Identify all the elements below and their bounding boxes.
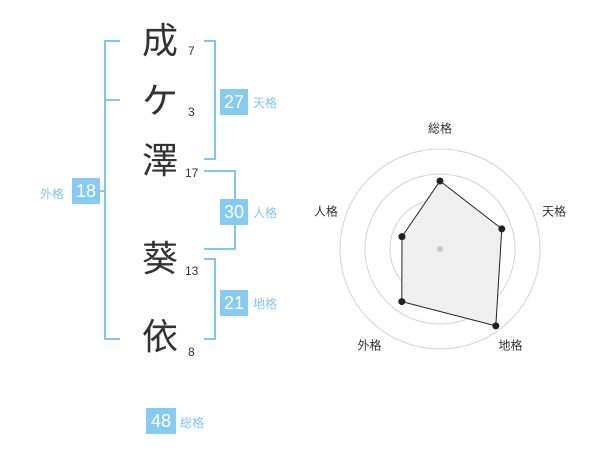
name-char-4: 葵: [141, 239, 178, 280]
gai-bracket-mid: [104, 99, 120, 101]
gai-label: 外格: [40, 187, 65, 201]
radar-points: [398, 177, 506, 330]
name-strokes-4: 13: [185, 264, 199, 278]
radar-polygon: [401, 180, 503, 327]
ten-bracket-bottom: [204, 158, 216, 160]
chi-label: 地格: [253, 297, 278, 311]
radar-ring: [364, 173, 516, 325]
gai-bracket-connector: [98, 190, 106, 192]
jin-label: 人格: [253, 206, 278, 220]
ten-bracket-vertical: [214, 40, 216, 160]
radar-axis-label: 天格: [542, 203, 566, 218]
radar-axis-label: 総格: [428, 121, 452, 136]
chi-bracket-bottom: [204, 338, 216, 340]
ten-value: 27: [220, 89, 248, 115]
sou-value: 48: [146, 408, 176, 434]
sou-label: 総格: [180, 416, 205, 430]
radar-axis-label: 地格: [498, 338, 522, 353]
radar-center-dot: [437, 246, 443, 252]
name-char-5: 依: [141, 317, 178, 358]
radar-point-4: [398, 298, 406, 306]
chi-bracket-top: [204, 258, 216, 260]
radar-point-1: [436, 177, 444, 185]
jin-value: 30: [220, 199, 248, 225]
name-char-3: 澤: [141, 141, 178, 182]
name-strokes-5: 8: [188, 345, 195, 359]
radar-ring: [339, 148, 541, 350]
gai-bracket-top: [104, 40, 120, 42]
ten-label: 天格: [253, 96, 278, 110]
ten-bracket-top: [204, 40, 216, 42]
radar-axis-label: 外格: [357, 338, 381, 353]
jin-bracket-bottom: [204, 248, 236, 250]
radar-axis-label: 人格: [314, 203, 338, 218]
chi-bracket-vertical: [214, 258, 216, 340]
jin-bracket-top: [204, 170, 236, 172]
name-strokes-3: 17: [185, 166, 199, 180]
radar-point-5: [398, 233, 406, 241]
gai-bracket-bottom: [104, 338, 120, 340]
gai-value: 18: [72, 178, 100, 204]
name-strokes-2: 3: [188, 105, 195, 119]
chi-value: 21: [220, 290, 248, 316]
name-char-1: 成: [141, 21, 178, 62]
radar-point-2: [498, 225, 506, 233]
name-strokes-1: 7: [188, 44, 195, 58]
radar-point-3: [492, 322, 500, 330]
name-char-2: ケ: [141, 81, 178, 122]
